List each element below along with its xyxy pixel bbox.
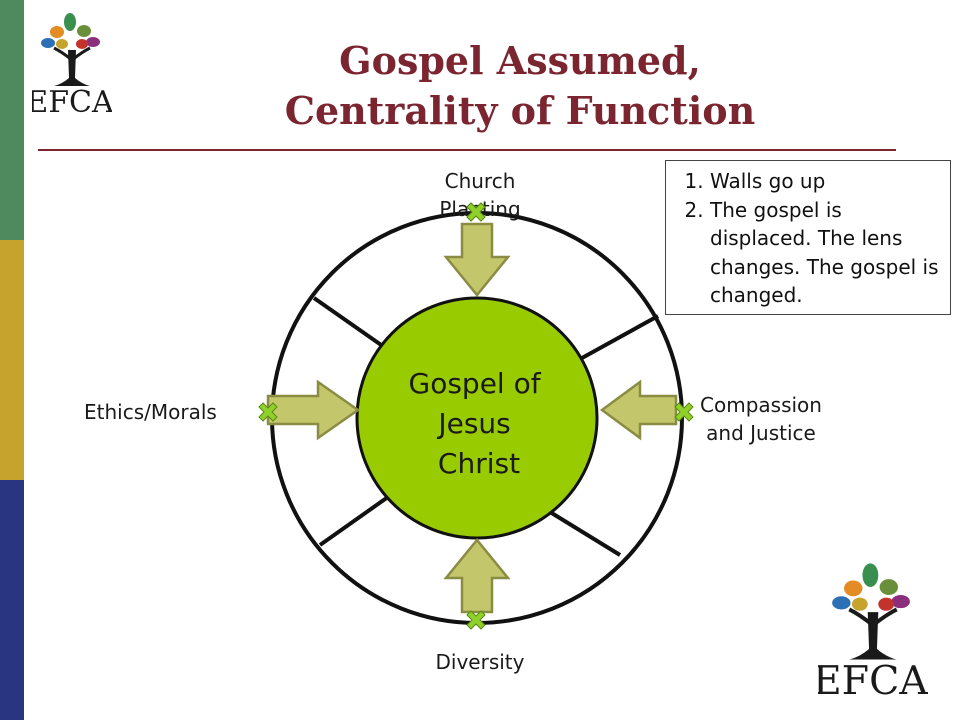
spoke-upper-right [581,314,659,360]
note-item: Walls go up [710,167,944,196]
spoke-lower-left [318,495,390,547]
label-top-line-1: Church [444,169,516,193]
center-line-1: Gospel of [409,367,542,400]
label-ethics-morals: Ethics/Morals [84,400,217,424]
label-church-planting: Church Planting [412,167,548,223]
gospel-center-circle [355,296,599,540]
efca-logo-text: EFCA [818,658,928,704]
notes-list: Walls go up The gospel is displaced. The… [676,167,944,310]
arrow-up [443,538,511,614]
title-divider [38,149,896,151]
label-right-line-2: and Justice [706,421,816,445]
note-item: The gospel is displaced. The lens change… [710,196,944,310]
label-diversity: Diversity [435,650,525,674]
spoke-lower-right [548,510,622,557]
label-right-line-1: Compassion [700,393,822,417]
slide-title: Gospel Assumed, Centrality of Function [150,36,890,136]
arrow-down [443,222,511,297]
x-marker-bottom [466,610,486,630]
x-marker-right [674,402,694,422]
center-line-3: Christ [438,447,520,480]
x-marker-top-overlay [466,202,486,222]
efca-logo-top: EFCA [32,13,112,120]
side-stripe-gold [0,240,24,480]
efca-logo-bottom: EFCA [818,563,928,704]
side-stripe-green [0,0,24,240]
label-compassion-justice: Compassion and Justice [686,391,836,447]
spoke-upper-left [312,296,389,351]
efca-logo-text: EFCA [32,85,112,120]
notes-box: Walls go up The gospel is displaced. The… [665,160,951,315]
arrow-left [599,379,678,441]
arrow-right [266,379,361,441]
side-stripe-blue [0,480,24,720]
center-line-2: Jesus [436,407,510,440]
title-line-2: Centrality of Function [284,88,756,133]
efca-tree-icon [41,13,100,86]
title-line-1: Gospel Assumed, [339,38,701,83]
efca-tree-icon [832,563,910,660]
x-marker-left [258,402,278,422]
center-label: Gospel of Jesus Christ [409,367,550,480]
